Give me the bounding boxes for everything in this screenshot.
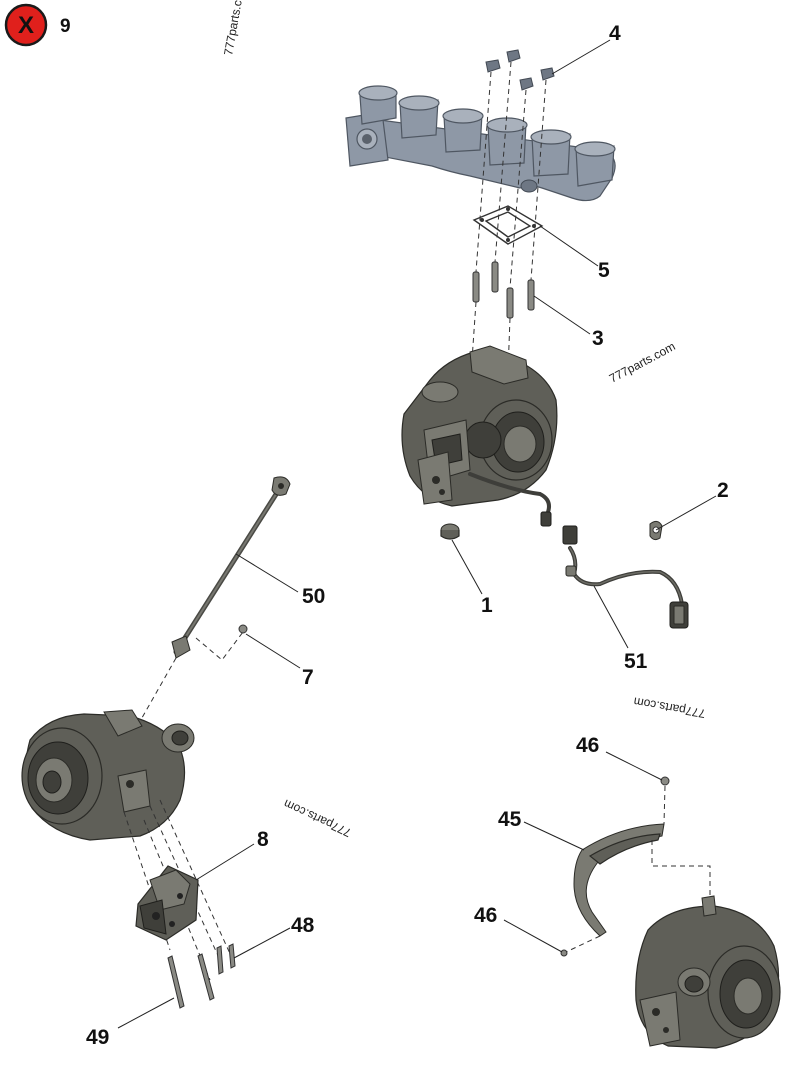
nut[interactable] [519, 77, 534, 91]
leader-1 [451, 539, 483, 595]
leader-51 [593, 585, 629, 649]
leader-46-upper [605, 751, 663, 781]
oil-feed-line[interactable] [171, 476, 291, 659]
turbocharger-lower-left[interactable] [21, 709, 195, 841]
turbocharger-upper[interactable] [401, 345, 558, 507]
leader-45 [523, 821, 585, 851]
manifold-nuts[interactable] [485, 49, 555, 91]
exhaust-manifold[interactable] [345, 85, 616, 202]
leader-49 [117, 997, 175, 1029]
stud[interactable] [491, 261, 499, 293]
nut[interactable] [506, 49, 521, 63]
leader-7 [245, 633, 301, 669]
page-count: 9 [60, 16, 71, 37]
watermark-lower-right: 777parts.com [632, 694, 706, 720]
leader-8 [195, 843, 255, 881]
watermark-mid-right: 777parts.com [607, 339, 678, 385]
manifold-gasket[interactable] [472, 205, 544, 245]
callout-2[interactable]: 2 [717, 479, 729, 502]
close-icon[interactable]: X [18, 12, 34, 39]
callout-8[interactable]: 8 [257, 828, 269, 851]
heat-shield[interactable] [573, 823, 665, 937]
turbocharger-lower-right[interactable] [635, 895, 781, 1049]
watermark-top: 777parts.c [221, 0, 245, 57]
callout-5[interactable]: 5 [598, 259, 610, 282]
banjo-bolt[interactable] [238, 624, 248, 634]
wiring-harness[interactable] [468, 472, 689, 629]
leader-4 [551, 39, 611, 75]
callout-7[interactable]: 7 [302, 666, 314, 689]
leader-2 [655, 495, 717, 531]
studs[interactable] [472, 261, 535, 319]
callout-1[interactable]: 1 [481, 594, 493, 617]
callout-48[interactable]: 48 [291, 914, 315, 937]
leader-48 [233, 927, 291, 959]
callout-3[interactable]: 3 [592, 327, 604, 350]
long-bolts[interactable] [167, 953, 215, 1009]
close-badge-circle[interactable] [4, 3, 48, 47]
hose-clamp[interactable] [440, 523, 460, 540]
stud[interactable] [527, 279, 535, 311]
heat-shield-screw-lower[interactable] [560, 949, 568, 957]
harness-clip[interactable] [649, 520, 663, 541]
close-button[interactable]: X [4, 3, 48, 47]
leader-50 [235, 553, 299, 593]
stud[interactable] [506, 287, 514, 319]
nut[interactable] [540, 67, 555, 81]
nut[interactable] [485, 59, 501, 73]
bolt[interactable] [228, 943, 236, 969]
bolt[interactable] [216, 945, 224, 975]
leader-46-lower [503, 919, 563, 953]
callout-46-upper[interactable]: 46 [576, 734, 599, 757]
callout-49[interactable]: 49 [86, 1026, 109, 1049]
bolt[interactable] [197, 953, 215, 1001]
callout-46-lower[interactable]: 46 [474, 904, 497, 927]
callout-4[interactable]: 4 [609, 22, 621, 45]
bolt[interactable] [167, 955, 185, 1009]
heat-shield-screw-upper[interactable] [660, 776, 670, 786]
actuator-bolts[interactable] [216, 943, 236, 975]
callout-51[interactable]: 51 [624, 650, 648, 673]
watermark-lower-center: 777parts.com [281, 797, 353, 840]
callout-50[interactable]: 50 [302, 585, 325, 608]
leader-3 [533, 295, 591, 335]
stud[interactable] [472, 271, 480, 303]
callout-45[interactable]: 45 [498, 808, 522, 831]
leader-5 [539, 225, 599, 267]
turbo-actuator[interactable] [135, 865, 199, 941]
